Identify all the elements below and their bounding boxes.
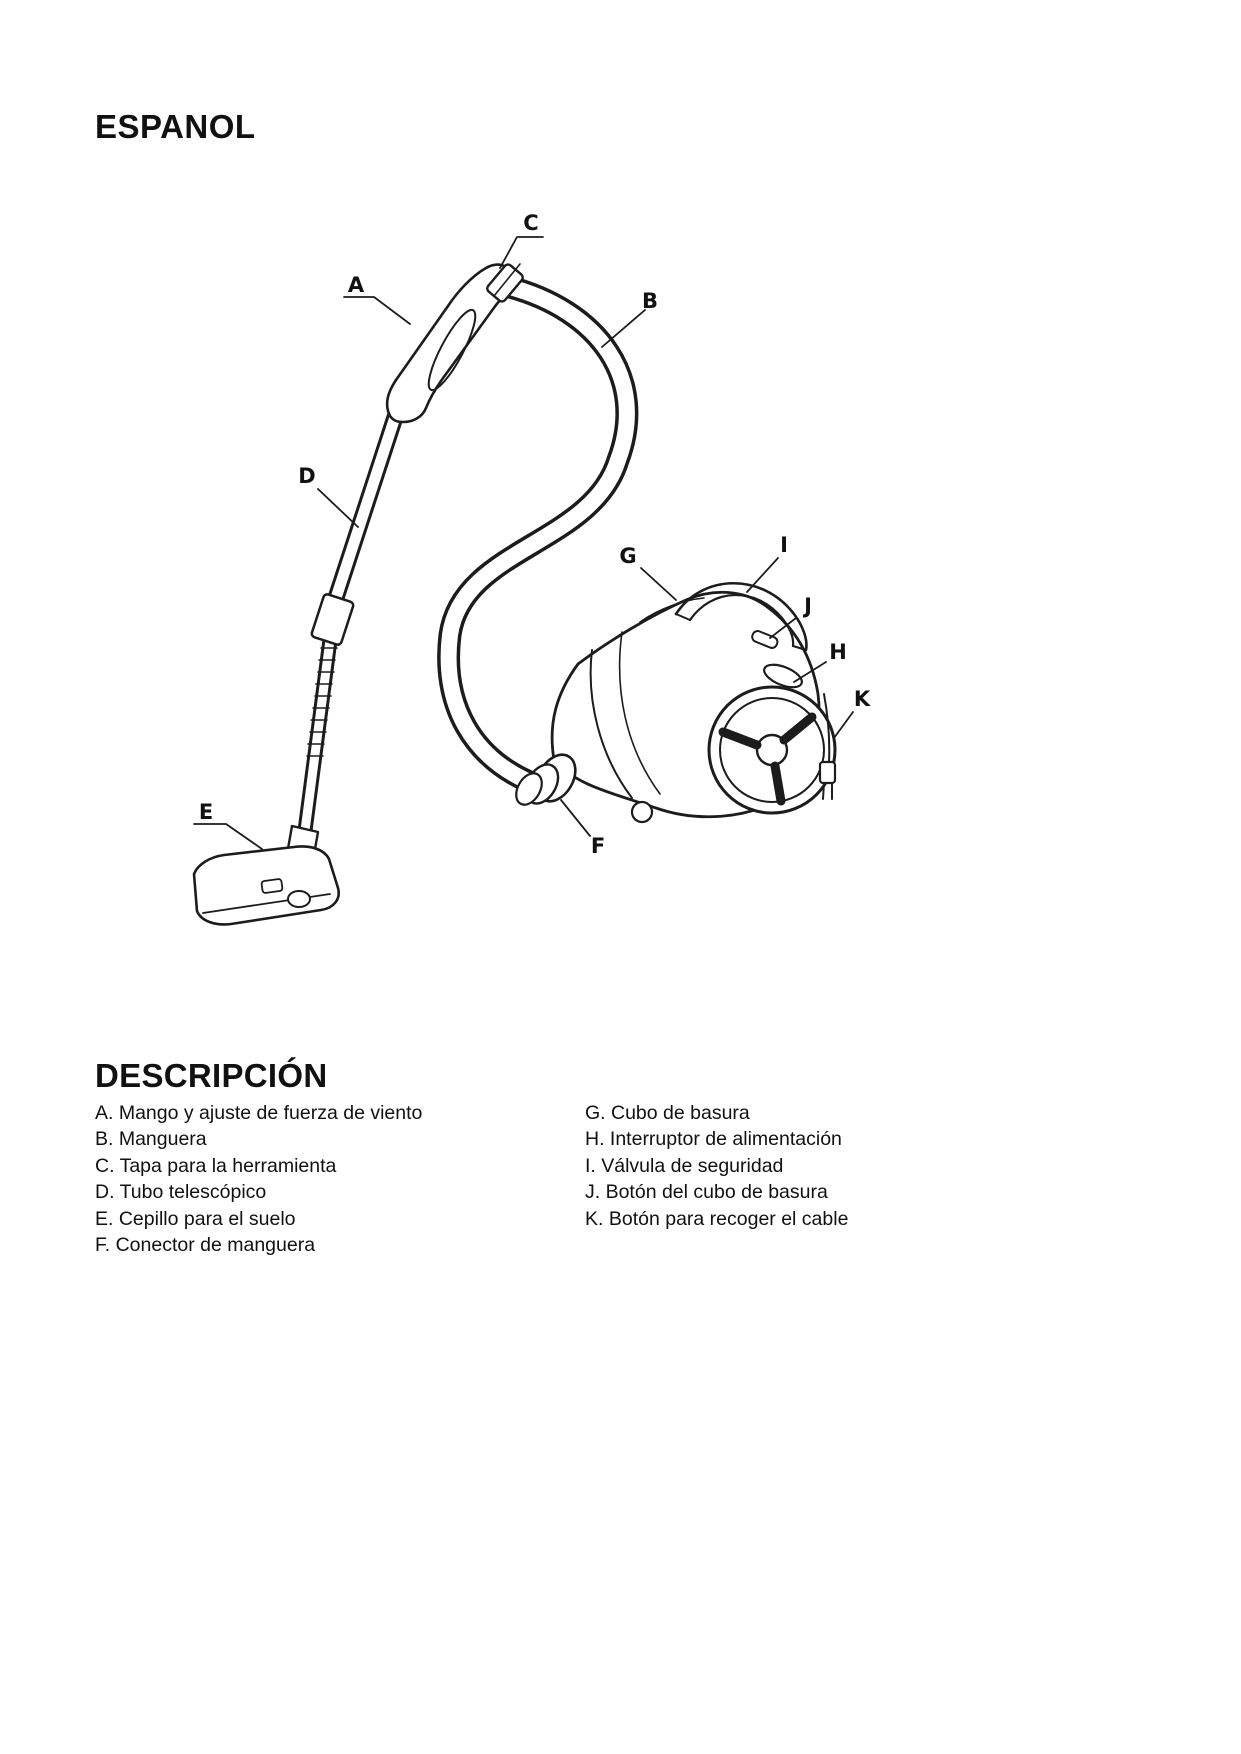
leader-line-d (317, 488, 359, 528)
floor-brush-drawing (192, 824, 340, 926)
part-label-b: B (642, 289, 658, 313)
part-label-a: A (348, 273, 365, 297)
description-item-d: D. Tubo telescópico (95, 1181, 267, 1204)
leader-line-j (769, 617, 797, 639)
wheel-drawing (707, 685, 837, 815)
leader-line-i (746, 557, 779, 593)
leader-line-a (343, 296, 411, 325)
description-item-h: H. Interruptor de alimentación (585, 1128, 842, 1151)
description-item-e: E. Cepillo para el suelo (95, 1207, 296, 1230)
leader-line-e (193, 823, 263, 850)
part-label-g: G (619, 544, 636, 568)
description-item-g: G. Cubo de basura (585, 1102, 750, 1124)
description-item-b: B. Manguera (95, 1128, 207, 1151)
part-label-i: I (780, 533, 788, 557)
part-label-d: D (298, 464, 315, 488)
tool-cap-drawing (486, 263, 524, 303)
description-item-c: C. Tapa para la herramienta (95, 1154, 337, 1177)
part-label-j: J (802, 594, 812, 618)
carry-handle-drawing (674, 582, 808, 652)
description-item-i: I. Válvula de seguridad (585, 1154, 784, 1177)
telescopic-tube-drawing (295, 399, 407, 854)
power-cord-plug-drawing (818, 693, 837, 800)
leader-line-g (640, 567, 677, 601)
caster-wheel-drawing (630, 800, 654, 824)
part-labels: A B C D E F G H I J K (199, 211, 871, 858)
section-title: DESCRIPCIÓN (95, 1057, 328, 1094)
part-label-e: E (199, 800, 213, 824)
leader-line-k (833, 711, 854, 739)
leader-line-h (793, 661, 827, 683)
description-item-a: A. Mango y ajuste de fuerza de viento (95, 1102, 423, 1124)
leader-line-b (601, 309, 646, 348)
part-label-c: C (523, 211, 538, 235)
description-item-j: J. Botón del cubo de basura (585, 1181, 828, 1204)
leader-lines (193, 236, 854, 850)
leader-line-c (499, 236, 544, 269)
power-switch-drawing (763, 663, 803, 689)
leader-line-f (560, 799, 591, 837)
hose-connector-drawing (515, 753, 577, 806)
part-label-f: F (591, 834, 605, 858)
description-list: A. Mango y ajuste de fuerza de viento B.… (95, 1100, 848, 1258)
language-title: ESPANOL (95, 108, 256, 145)
hose-drawing (437, 274, 639, 800)
description-item-f: F. Conector de manguera (95, 1234, 316, 1257)
part-label-k: K (854, 687, 871, 711)
description-column-left: A. Mango y ajuste de fuerza de viento B.… (95, 1100, 585, 1258)
description-column-right: G. Cubo de basura H. Interruptor de alim… (585, 1100, 848, 1258)
description-item-k: K. Botón para recoger el cable (585, 1207, 849, 1230)
tube-scale-marks (306, 647, 338, 757)
bucket-button-drawing (751, 630, 779, 649)
part-label-h: H (829, 640, 847, 664)
